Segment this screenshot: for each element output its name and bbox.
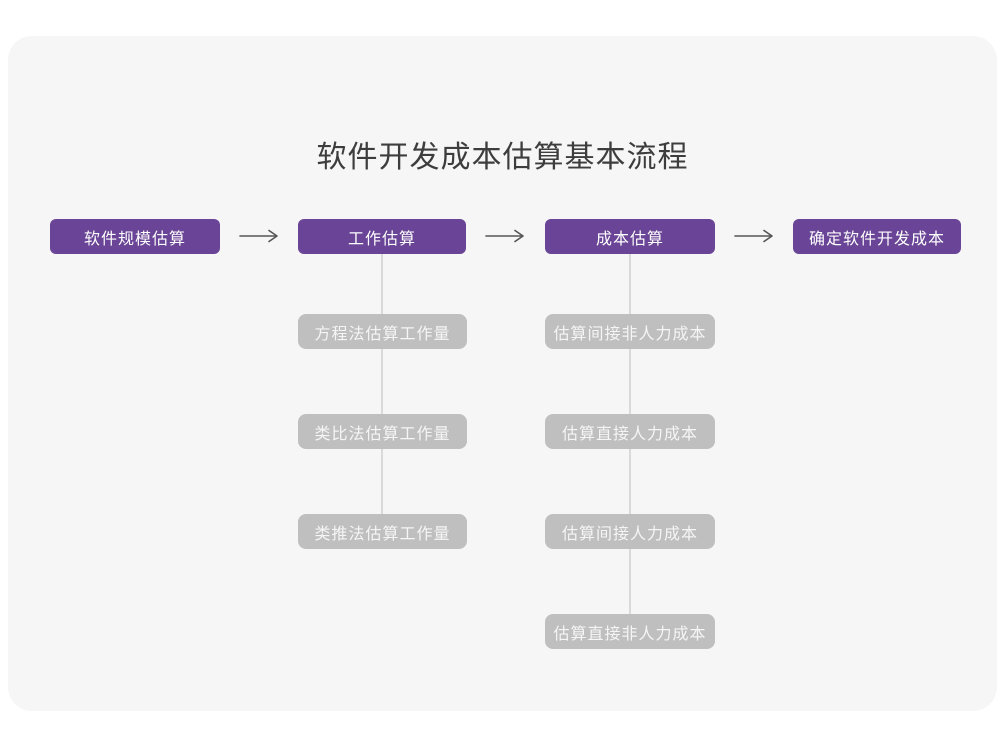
- flow-subnode-analogy-method: 类比法估算工作量: [298, 414, 467, 449]
- flow-subnode-extrapolation-method: 类推法估算工作量: [298, 514, 467, 549]
- flow-subnode-direct-nonlabor-cost: 估算直接非人力成本: [545, 614, 715, 649]
- connector-line-work-estimation: [381, 254, 383, 532]
- flowchart-card: 软件开发成本估算基本流程 软件规模估算 工作估算 成本估算 确定软件开发成本 方…: [8, 36, 997, 711]
- flow-subnode-indirect-nonlabor-cost: 估算间接非人力成本: [545, 314, 715, 349]
- flow-subnode-direct-labor-cost: 估算直接人力成本: [545, 414, 715, 449]
- flow-node-work-estimation: 工作估算: [298, 219, 466, 254]
- flow-arrow-icon: [485, 229, 524, 243]
- diagram-title: 软件开发成本估算基本流程: [316, 141, 689, 174]
- flow-subnode-indirect-labor-cost: 估算间接人力成本: [545, 514, 715, 549]
- flow-arrow-icon: [734, 229, 773, 243]
- flow-subnode-equation-method: 方程法估算工作量: [298, 314, 467, 349]
- flow-arrow-icon: [239, 229, 278, 243]
- flow-node-software-scale-estimation: 软件规模估算: [50, 219, 220, 254]
- flow-node-cost-estimation: 成本估算: [545, 219, 715, 254]
- flow-node-confirm-software-dev-cost: 确定软件开发成本: [793, 219, 961, 254]
